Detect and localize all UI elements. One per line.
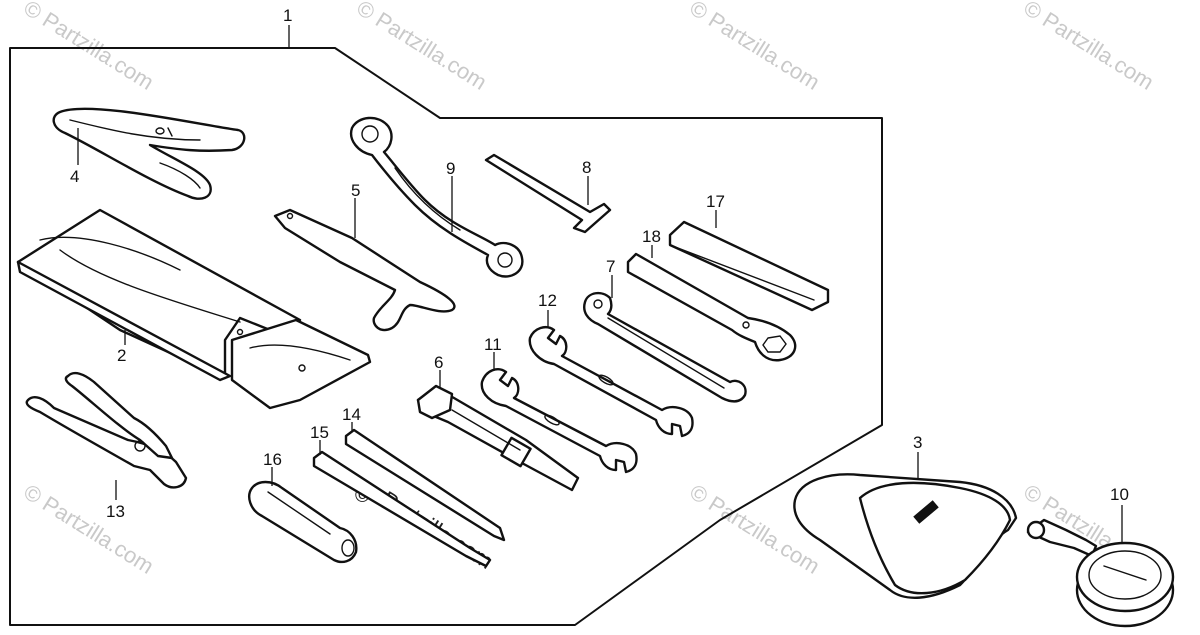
callouts: 1 2 3 4 5 6 7 8 9 10 11 12 13 14 15 16 1…: [70, 6, 1129, 521]
watermark-top-right-b: © Partzilla.com: [1019, 0, 1158, 95]
tool-kit-outline: [9, 47, 883, 626]
open-wrench-11: [480, 352, 638, 474]
callout-17: 17: [706, 192, 725, 211]
spark-plug-wrench-6: [416, 370, 580, 492]
callout-3: 3: [913, 433, 922, 452]
offset-wrench-9: [349, 116, 524, 278]
callout-18: 18: [642, 227, 661, 246]
watermark-bottom-left: © Partzilla.com: [19, 479, 158, 579]
screwdriver-15: [312, 440, 492, 568]
tire-gauge-10: [1026, 505, 1175, 628]
callout-12: 12: [538, 291, 557, 310]
callout-8: 8: [582, 158, 591, 177]
callout-11: 11: [484, 335, 502, 354]
callout-16: 16: [263, 450, 282, 469]
callout-1: 1: [283, 6, 292, 25]
callout-5: 5: [351, 181, 360, 200]
handle-18: [626, 245, 797, 362]
callout-6: 6: [434, 353, 443, 372]
callout-15: 15: [310, 423, 329, 442]
pin-spanner-5: [273, 198, 456, 332]
watermark-top-right-a: © Partzilla.com: [685, 0, 824, 95]
tool-case-3: [793, 452, 1018, 599]
pliers-13: [25, 371, 188, 500]
screwdriver-grip-16: [248, 467, 358, 564]
spoke-wrench-4: [52, 107, 246, 200]
callout-2: 2: [117, 346, 126, 365]
watermark-top-center: © Partzilla.com: [352, 0, 491, 95]
open-wrench-12: [528, 310, 694, 438]
callout-14: 14: [342, 405, 361, 424]
callout-9: 9: [446, 159, 455, 178]
box-wrench-7: [583, 275, 747, 403]
feeler-17: [668, 210, 830, 312]
callout-13: 13: [106, 502, 125, 521]
callout-10: 10: [1110, 485, 1129, 504]
tool-bag-2: [16, 208, 372, 410]
callout-4: 4: [70, 167, 79, 186]
callout-7: 7: [606, 257, 615, 276]
hex-key-8: [484, 153, 612, 234]
screwdriver-14: [344, 422, 506, 542]
